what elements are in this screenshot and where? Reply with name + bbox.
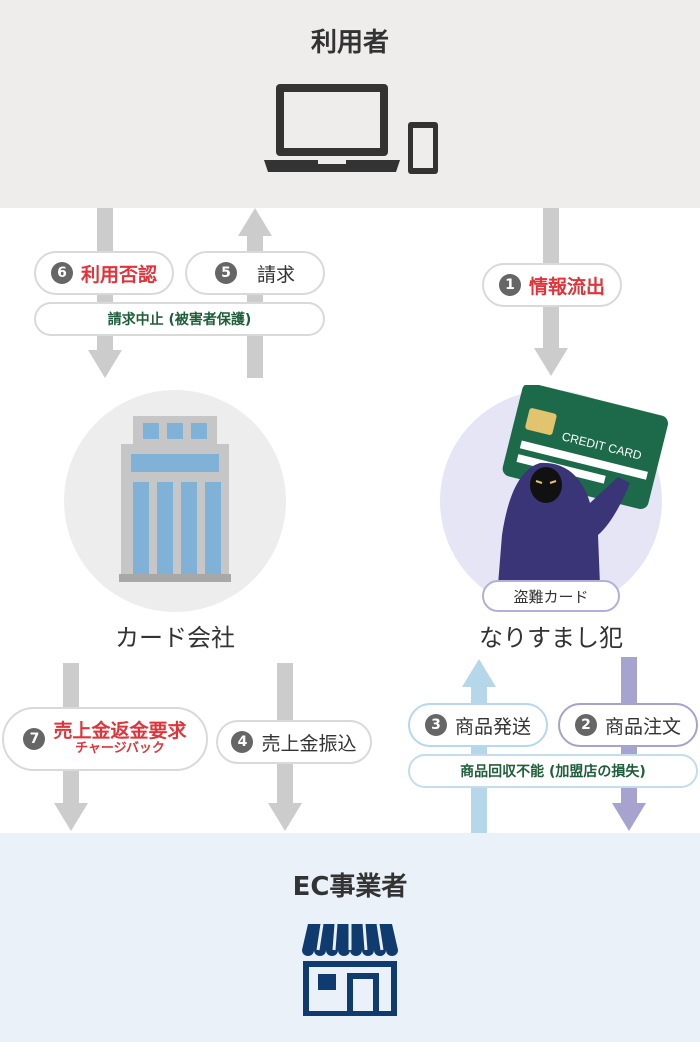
step-3-label: 商品発送 bbox=[454, 715, 531, 738]
step-5-label: 請求 bbox=[256, 263, 295, 286]
step-7-pill: 7 売上金返金要求 チャージバック bbox=[2, 707, 208, 771]
fraudster-with-card-icon: CREDIT CARD bbox=[498, 385, 669, 585]
step-3-pill: 3 商品発送 bbox=[408, 703, 548, 747]
step-1-number: 1 bbox=[498, 274, 521, 296]
unrecoverable-note: 商品回収不能 (加盟店の損失) bbox=[408, 754, 698, 788]
step-4-number: 4 bbox=[231, 731, 254, 753]
card-company-label: カード会社 bbox=[115, 624, 235, 652]
step-3-number: 3 bbox=[424, 714, 447, 736]
merchant-title: EC事業者 bbox=[292, 872, 408, 902]
user-title: 利用者 bbox=[310, 28, 389, 58]
step-7-sub-label: チャージバック bbox=[75, 741, 165, 757]
step-2-label: 商品注文 bbox=[604, 715, 681, 738]
step-6-pill: 6 利用否認 bbox=[34, 251, 174, 295]
step-5-pill: 5 請求 bbox=[185, 251, 325, 295]
laptop-phone-icon bbox=[264, 84, 438, 174]
step-1-pill: 1 情報流出 bbox=[482, 263, 622, 307]
step-4-pill: 4 売上金振込 bbox=[216, 720, 372, 764]
step-6-label: 利用否認 bbox=[80, 263, 157, 286]
building-icon bbox=[119, 416, 231, 582]
fraudster-label: なりすまし犯 bbox=[479, 624, 623, 652]
step-7-number: 7 bbox=[23, 728, 46, 750]
step-1-label: 情報流出 bbox=[528, 275, 605, 298]
step-2-pill: 2 商品注文 bbox=[558, 703, 698, 747]
request-stop-note: 請求中止 (被害者保護) bbox=[34, 302, 325, 336]
step-7-label: 売上金返金要求 bbox=[53, 720, 187, 743]
step-4-label: 売上金振込 bbox=[261, 732, 357, 755]
stolen-card-tag: 盗難カード bbox=[482, 580, 620, 612]
shop-icon bbox=[302, 923, 398, 1016]
step-2-number: 2 bbox=[574, 714, 597, 736]
step-5-number: 5 bbox=[214, 262, 237, 284]
step-6-number: 6 bbox=[50, 262, 73, 284]
